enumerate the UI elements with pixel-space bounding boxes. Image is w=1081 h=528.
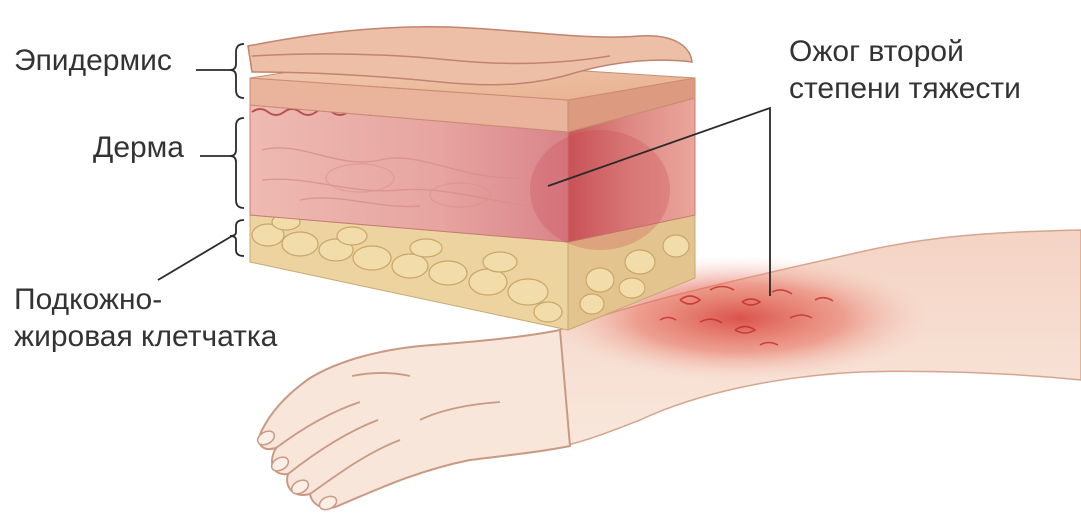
block-burn-glow — [530, 130, 670, 250]
label-brackets — [230, 44, 244, 256]
label-second-degree-burn: Ожог второй степени тяжести — [789, 34, 1021, 107]
label-epidermis: Эпидермис — [14, 43, 172, 80]
epidermis-bracket — [230, 44, 244, 98]
label-subcutaneous-line1: Подкожно- — [14, 282, 277, 319]
dermis-bracket — [230, 118, 244, 208]
label-subcutaneous-line2: жировая клетчатка — [14, 319, 277, 356]
subcutaneous-leader — [158, 236, 232, 280]
skin-cross-section — [248, 27, 695, 330]
subcutaneous-bracket — [230, 220, 244, 256]
label-epidermis-text: Эпидермис — [14, 43, 172, 80]
label-burn-line1: Ожог второй — [789, 34, 1021, 71]
label-burn-line2: степени тяжести — [789, 71, 1021, 108]
label-dermis-text: Дерма — [93, 130, 184, 167]
label-dermis: Дерма — [93, 130, 184, 167]
label-subcutaneous-fat: Подкожно- жировая клетчатка — [14, 282, 277, 355]
